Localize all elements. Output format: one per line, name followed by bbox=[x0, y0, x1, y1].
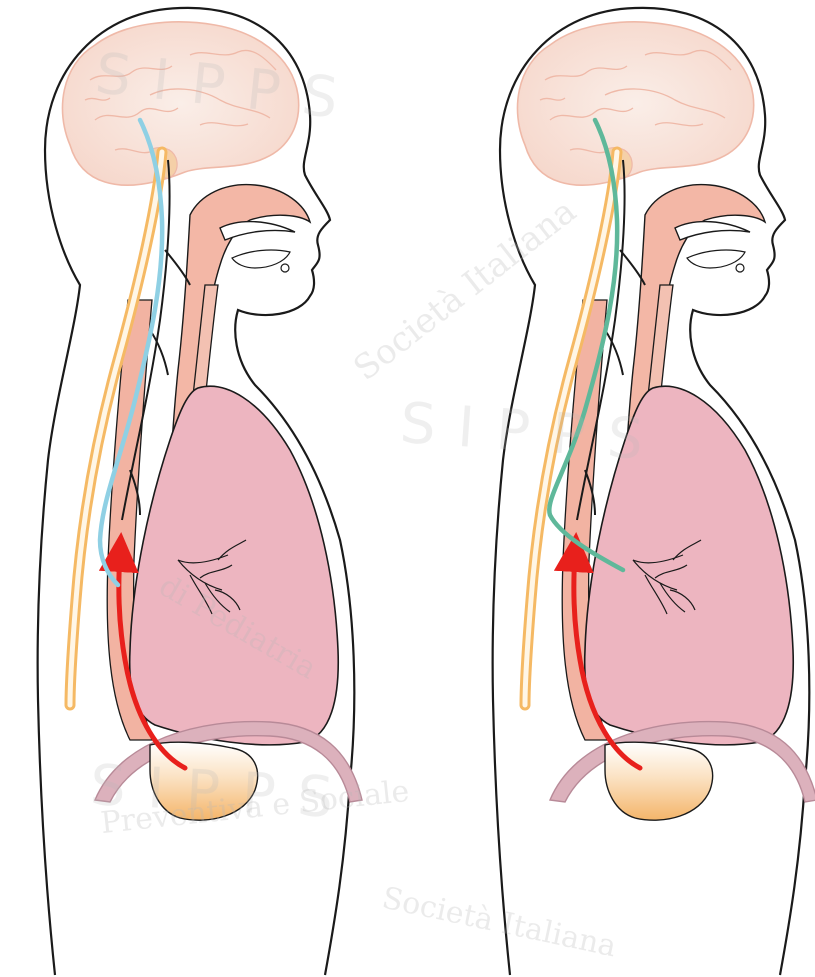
panel-left bbox=[38, 8, 362, 975]
panel-right bbox=[493, 8, 815, 975]
